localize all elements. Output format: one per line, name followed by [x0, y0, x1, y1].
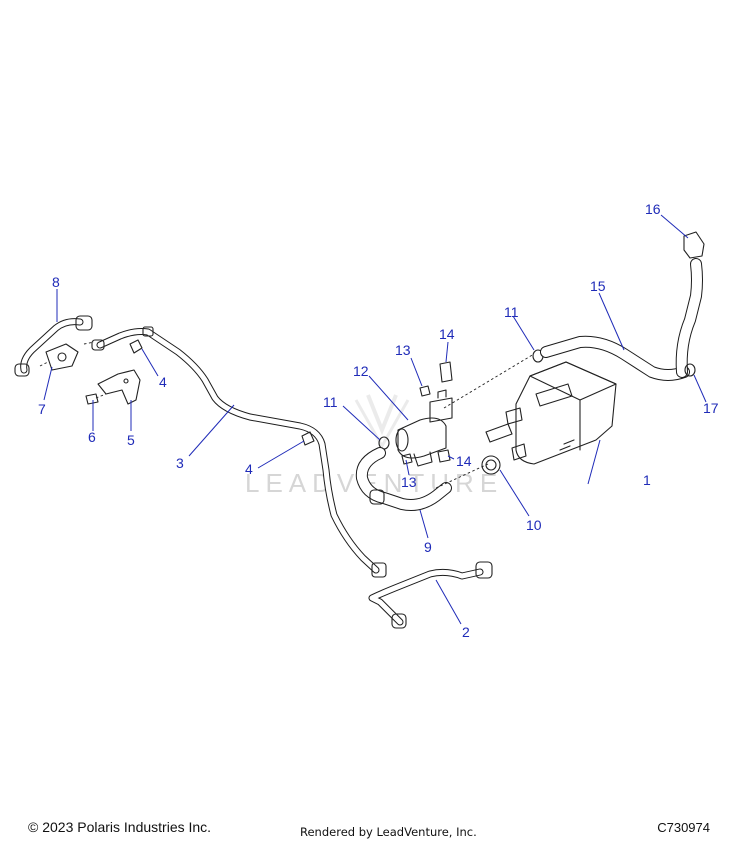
callout-12: 12 [353, 363, 369, 379]
part-16-fitting [675, 231, 705, 378]
part-1-canister [485, 361, 617, 465]
copyright-text: © 2023 Polaris Industries Inc. [28, 819, 212, 835]
callout-4-lower: 4 [245, 461, 253, 477]
part-7-connector [39, 343, 79, 371]
part-8-tube [14, 315, 93, 377]
callout-4-upper: 4 [159, 374, 167, 390]
diagram-code: C730974 [657, 820, 710, 835]
callout-5: 5 [127, 432, 135, 448]
callout-6: 6 [88, 429, 96, 445]
callout-14-lower: 14 [456, 453, 472, 469]
callout-13-lower: 13 [401, 474, 417, 490]
leader-lines [43, 214, 707, 625]
callout-7: 7 [38, 401, 46, 417]
callout-16: 16 [645, 201, 661, 217]
part-3-tube [91, 326, 387, 578]
part-4-clip-lower [301, 431, 315, 446]
part-12-purge-valve [395, 389, 453, 467]
rendered-by-text: Rendered by LeadVenture, Inc. [300, 825, 477, 839]
callout-11-right: 11 [504, 304, 519, 320]
part-15-hose [540, 335, 690, 381]
callout-2: 2 [462, 624, 470, 640]
callout-15: 15 [590, 278, 606, 294]
part-9-hose [355, 447, 452, 511]
part-6-bolt [85, 393, 107, 405]
callout-14-upper: 14 [439, 326, 455, 342]
part-14-clip-upper [439, 361, 453, 383]
part-13-clip-lower [401, 453, 413, 465]
part-2-tube [368, 561, 493, 629]
callout-17: 17 [703, 400, 719, 416]
assembly-lines [83, 341, 535, 489]
callout-9: 9 [424, 539, 432, 555]
part-4-clip-upper [129, 339, 143, 354]
callout-10: 10 [526, 517, 542, 533]
watermark-logo-icon [354, 394, 410, 450]
part-17-clamp [684, 363, 696, 377]
callout-1: 1 [643, 472, 651, 488]
part-13-clip-upper [419, 385, 431, 397]
callout-8: 8 [52, 274, 60, 290]
callout-labels: 1 2 3 4 4 5 6 7 8 9 10 11 11 12 13 13 14… [38, 201, 719, 640]
callout-13-upper: 13 [395, 342, 411, 358]
part-5-bracket [97, 369, 141, 405]
watermark: LEADVENTURE [245, 394, 497, 498]
callout-3: 3 [176, 455, 184, 471]
part-14-clip-lower [437, 449, 451, 463]
callout-11-left: 11 [323, 394, 338, 410]
